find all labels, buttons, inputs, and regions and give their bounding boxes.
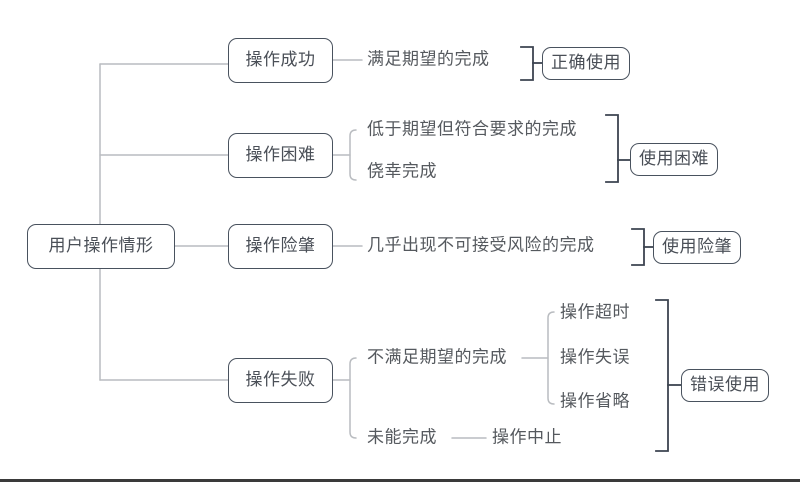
outcome-node-3[interactable]: 使用险肇 bbox=[653, 231, 741, 264]
branch-node-3-label: 操作险肇 bbox=[245, 236, 316, 256]
detail-text-1-1: 满足期望的完成 bbox=[367, 49, 490, 70]
detail-text-2-1: 低于期望但符合要求的完成 bbox=[367, 119, 577, 140]
sub-detail-text-1: 操作超时 bbox=[560, 302, 630, 323]
branch-node-4[interactable]: 操作失败 bbox=[228, 358, 333, 403]
detail-text-4-1: 不满足期望的完成 bbox=[367, 347, 507, 368]
sub-detail-text-2: 操作失误 bbox=[560, 347, 630, 368]
detail-text-2-2: 侥幸完成 bbox=[367, 161, 437, 182]
outcome-node-2-label: 使用困难 bbox=[639, 149, 709, 169]
detail-text-3-1: 几乎出现不可接受风险的完成 bbox=[367, 235, 595, 256]
branch-node-4-label: 操作失败 bbox=[245, 370, 316, 390]
branch-node-2-label: 操作困难 bbox=[245, 145, 316, 165]
outcome-node-2[interactable]: 使用困难 bbox=[630, 143, 718, 176]
outcome-node-4[interactable]: 错误使用 bbox=[681, 369, 769, 402]
bottom-divider bbox=[0, 479, 800, 482]
outcome-node-1-label: 正确使用 bbox=[551, 53, 621, 73]
detail-text-4-2: 未能完成 bbox=[367, 427, 437, 448]
tail-detail-text: 操作中止 bbox=[492, 427, 562, 448]
outcome-node-3-label: 使用险肇 bbox=[662, 237, 732, 257]
root-node-label: 用户操作情形 bbox=[48, 236, 154, 256]
branch-node-2[interactable]: 操作困难 bbox=[228, 133, 333, 178]
branch-node-1[interactable]: 操作成功 bbox=[228, 38, 333, 83]
sub-detail-text-3: 操作省略 bbox=[560, 391, 630, 412]
branch-node-1-label: 操作成功 bbox=[245, 50, 316, 70]
root-node[interactable]: 用户操作情形 bbox=[27, 224, 175, 269]
branch-node-3[interactable]: 操作险肇 bbox=[228, 224, 333, 269]
outcome-node-1[interactable]: 正确使用 bbox=[542, 47, 630, 80]
outcome-node-4-label: 错误使用 bbox=[690, 375, 760, 395]
